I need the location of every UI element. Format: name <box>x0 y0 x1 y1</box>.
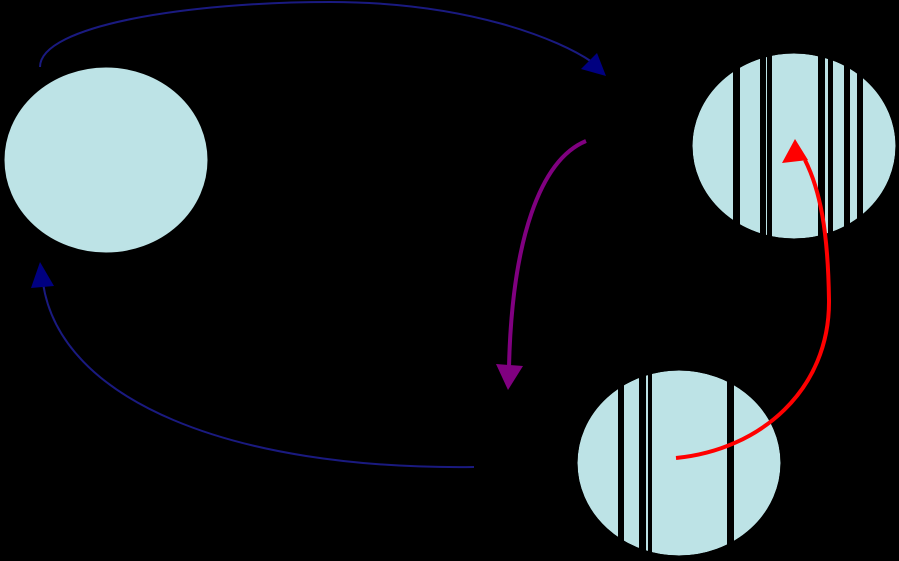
arrowhead <box>581 53 606 76</box>
stripe <box>818 52 825 240</box>
arrowhead <box>496 364 523 390</box>
arrow-purple <box>496 139 587 390</box>
striped-ellipse-bottom <box>574 367 784 559</box>
arrow-red <box>675 139 832 460</box>
arrowhead <box>31 262 54 288</box>
stripe <box>828 52 833 240</box>
plain-ellipse <box>1 64 211 256</box>
stripe <box>733 52 740 240</box>
arrow-bottom-arc <box>31 262 475 469</box>
stripe <box>727 369 734 557</box>
stripe <box>639 369 646 557</box>
stripe <box>760 52 766 240</box>
arrowhead <box>782 139 808 163</box>
stripe <box>857 52 863 240</box>
stripe <box>648 369 652 557</box>
stripe <box>618 369 624 557</box>
stripe <box>767 52 772 240</box>
arrow-top-arc <box>39 0 606 76</box>
stripe <box>844 52 850 240</box>
